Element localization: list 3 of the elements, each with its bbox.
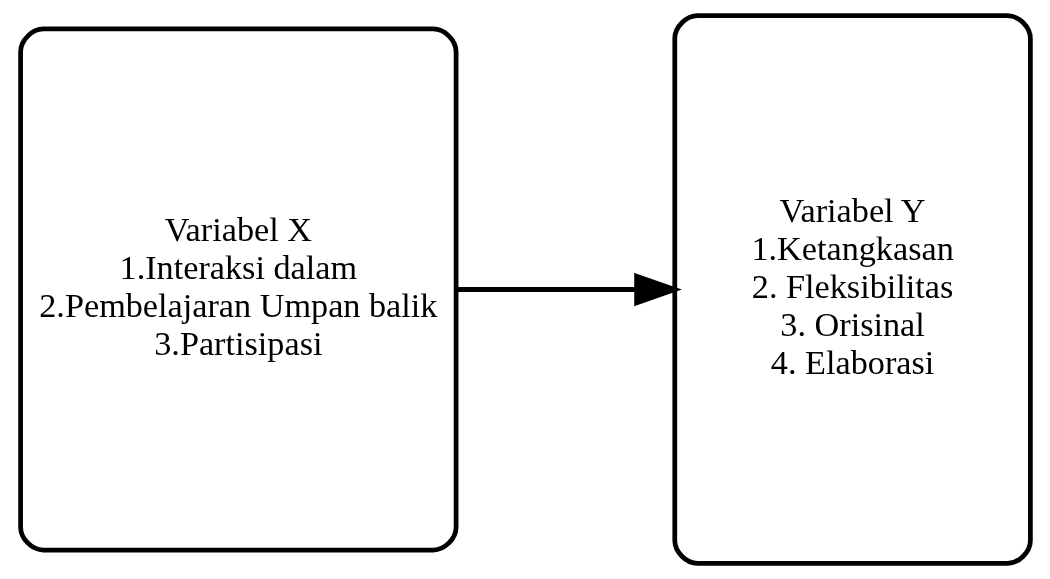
arrow: [455, 272, 682, 307]
node-box: Variabel X 1.Interaksi dalam 2.Pembelajaran Umpan balik 3.Partisipasi: [17, 26, 458, 553]
node-box: Variabel Y 1.Ketangkasan 2. Fleksibilitas 3. Orisinal 4. Elaborasi: [671, 13, 1033, 566]
